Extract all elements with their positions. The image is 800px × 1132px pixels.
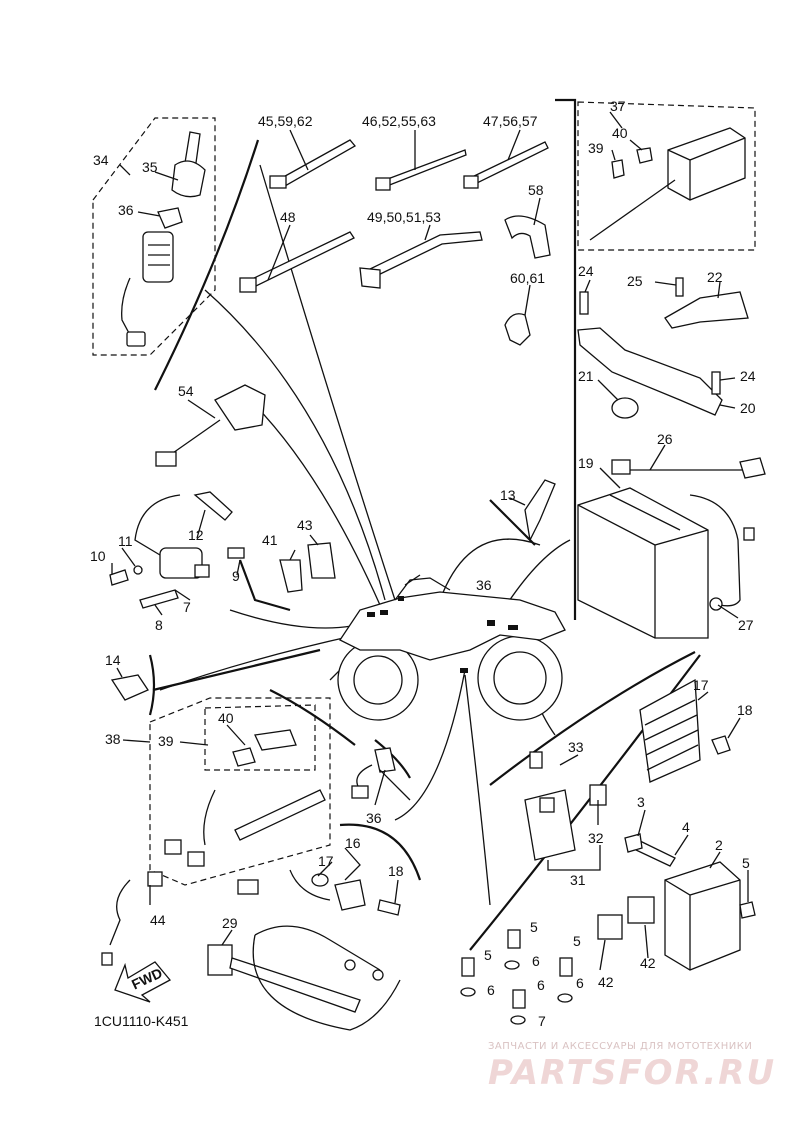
callout-label: 3 [637, 794, 645, 810]
callout-label: 32 [588, 830, 604, 846]
callout-label: 26 [657, 431, 673, 447]
callout-label: 5 [484, 947, 492, 963]
callout-label: 16 [345, 835, 361, 851]
callout-label: 39 [588, 140, 604, 156]
callout-label: 29 [222, 915, 238, 931]
callout-label: 48 [280, 209, 296, 225]
main-switch-group [92, 117, 216, 356]
callout-label: 43 [297, 517, 313, 533]
callout-label: 54 [178, 383, 194, 399]
callout-label: 44 [150, 912, 166, 928]
cdi-group [597, 833, 756, 971]
callout-label: 39 [158, 733, 174, 749]
callout-label: 60,61 [510, 270, 545, 286]
watermark: ЗАПЧАСТИ И АКСЕССУАРЫ ДЛЯ МОТОТЕХНИКИ PA… [488, 1041, 776, 1093]
callout-label: 6 [532, 953, 540, 969]
callout-label: 42 [640, 955, 656, 971]
callout-label: 13 [500, 487, 516, 503]
callout-label: 35 [142, 159, 158, 175]
callout-label: 46,52,55,63 [362, 113, 436, 129]
callout-label: 7 [183, 599, 191, 615]
callout-label: 18 [388, 863, 404, 879]
callout-label: 2 [715, 837, 723, 853]
callout-label: 10 [90, 548, 106, 564]
callout-label: 8 [155, 617, 163, 633]
battery-group [577, 457, 766, 639]
callout-label: 36 [366, 810, 382, 826]
callout-label: 22 [707, 269, 723, 285]
fuse-box-group [577, 101, 756, 251]
callout-label: 6 [537, 977, 545, 993]
callout-label: 37 [610, 98, 626, 114]
callout-label: 17 [693, 677, 709, 693]
callout-label: 6 [576, 975, 584, 991]
atv-illustration [337, 574, 566, 721]
callout-label: 19 [578, 455, 594, 471]
battery-holder-group [577, 277, 749, 419]
cable-ties-group [239, 139, 551, 346]
callout-label: 33 [568, 739, 584, 755]
callout-label: 47,56,57 [483, 113, 538, 129]
watermark-logo: PARTSFOR.RU [488, 1053, 776, 1093]
bolts-group [460, 929, 573, 1025]
label-leaders [111, 111, 749, 971]
callout-label: 24 [740, 368, 756, 384]
callout-label: 12 [188, 527, 204, 543]
callout-label: 42 [598, 974, 614, 990]
lead-wire-group [101, 871, 401, 1031]
callout-label: 36 [476, 577, 492, 593]
fwd-arrow: FWD [114, 961, 172, 1003]
watermark-line: ЗАПЧАСТИ И АКСЕССУАРЫ ДЛЯ МОТОТЕХНИКИ [488, 1041, 752, 1052]
callout-label: 5 [573, 933, 581, 949]
callout-label: 14 [105, 652, 121, 668]
wire-harness-group [149, 697, 331, 886]
sensor-group [237, 747, 411, 916]
callout-label: 7 [538, 1013, 546, 1029]
callout-label: 36 [118, 202, 134, 218]
callout-label: 31 [570, 872, 586, 888]
callout-label: 17 [318, 853, 334, 869]
callout-label: 4 [682, 819, 690, 835]
callout-label: 6 [487, 982, 495, 998]
callout-label: 11 [118, 533, 133, 549]
callout-label: 5 [530, 919, 538, 935]
callout-label: 34 [93, 152, 109, 168]
part-labels: 34 35 36 45,59,62 46,52,55,63 47,56,57 4… [90, 98, 756, 1029]
diagram-code: 1CU1110-K451 [94, 1013, 189, 1029]
callout-label: 45,59,62 [258, 113, 313, 129]
callout-label: 24 [578, 263, 594, 279]
callout-label: 58 [528, 182, 544, 198]
callout-label: 40 [612, 125, 628, 141]
callout-label: 38 [105, 731, 121, 747]
callout-label: 41 [262, 532, 278, 548]
callout-label: 5 [742, 855, 750, 871]
callout-label: 9 [232, 568, 240, 584]
callout-label: 20 [740, 400, 756, 416]
callout-label: 18 [737, 702, 753, 718]
small-parts-group [109, 384, 556, 701]
starter-relay-group [524, 751, 607, 861]
callout-label: 49,50,51,53 [367, 209, 441, 225]
callout-label: 27 [738, 617, 754, 633]
rectifier-group [639, 678, 731, 783]
callout-label: 25 [627, 273, 643, 289]
callout-label: 40 [218, 710, 234, 726]
callout-label: 21 [578, 368, 594, 384]
